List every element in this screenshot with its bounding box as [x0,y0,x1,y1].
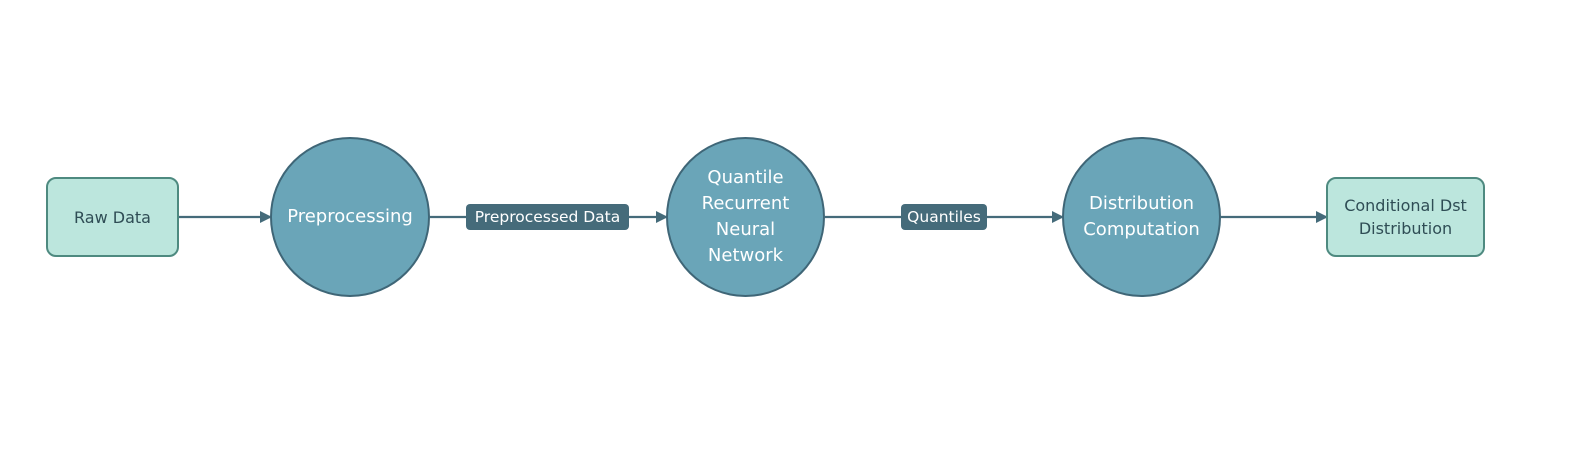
distribution-computation-label: Distribution Computation [1083,193,1200,240]
preprocessing-node: Preprocessing [270,137,430,297]
distribution-computation-node: Distribution Computation [1062,137,1221,297]
preprocessing-label: Preprocessing [287,206,413,227]
qrnn-node: Quantile Recurrent Neural Network [666,137,825,297]
conditional-distribution-label: Conditional Dst Distribution [1344,196,1467,238]
qrnn-label: Quantile Recurrent Neural Network [701,167,790,266]
preprocessed-data-edge-label: Preprocessed Data [466,204,629,230]
conditional-distribution-node: Conditional Dst Distribution [1326,177,1485,257]
raw-data-label: Raw Data [74,207,151,227]
quantiles-edge-label: Quantiles [901,204,987,230]
raw-data-node: Raw Data [46,177,179,257]
